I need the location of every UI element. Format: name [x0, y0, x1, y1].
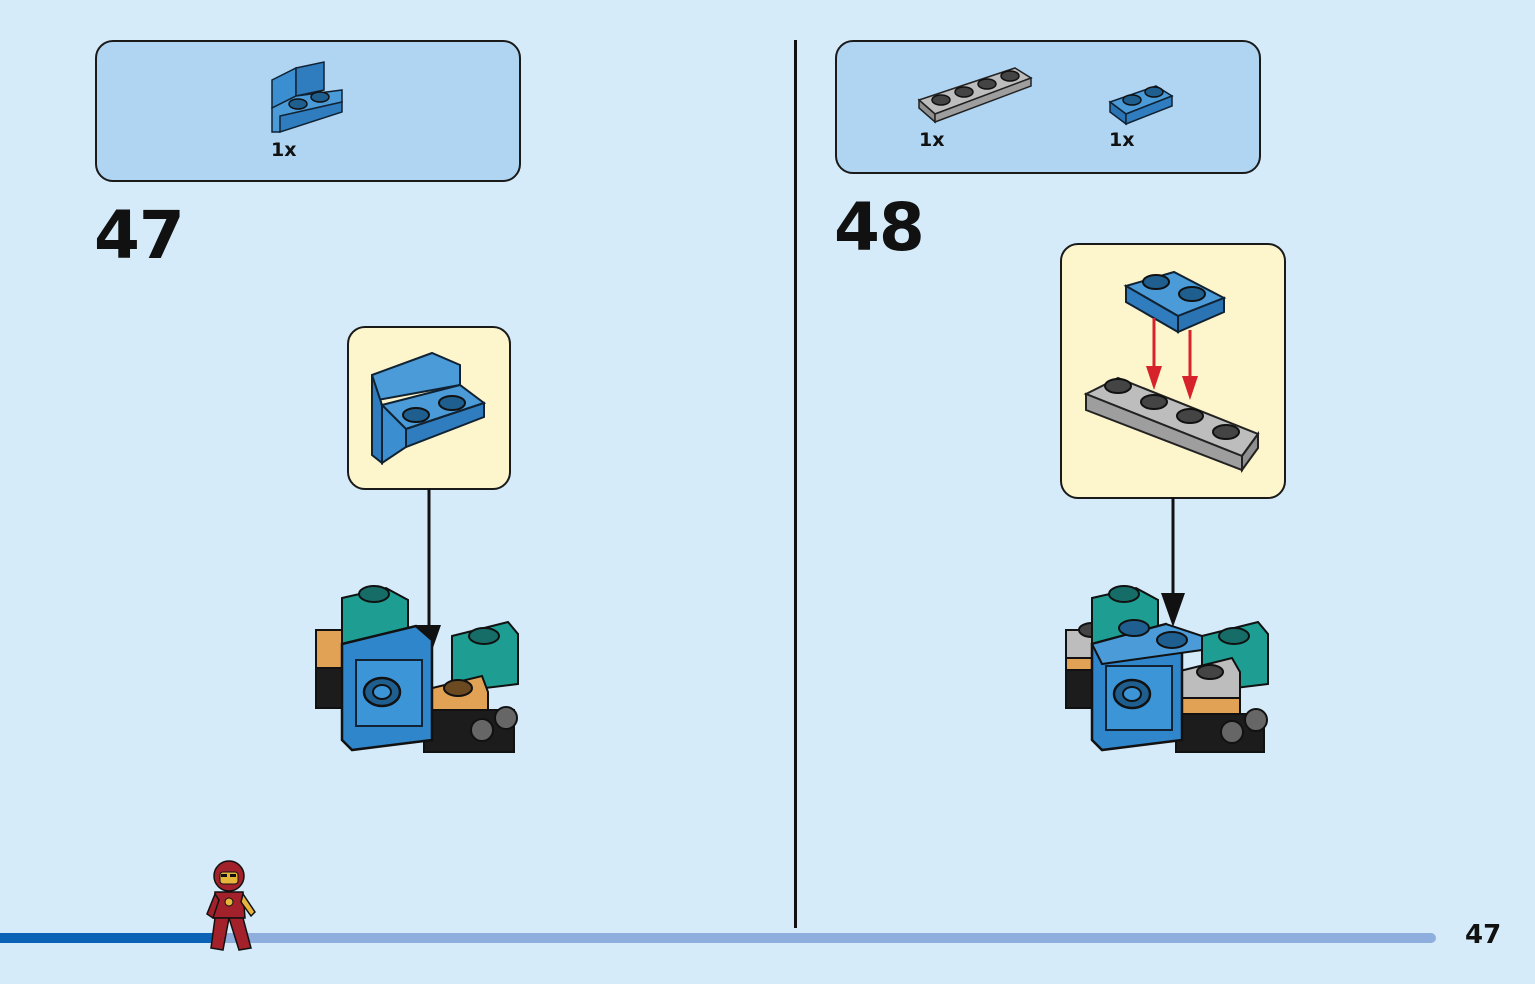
page-number: 47	[1465, 920, 1502, 950]
blue-bracket-callout-icon	[371, 351, 487, 466]
blue-bracket-1x2-icon	[271, 61, 343, 134]
blue-plate-1x2-icon	[1108, 85, 1174, 126]
step-48-parts-box	[835, 40, 1261, 174]
progress-track	[0, 933, 1436, 943]
step-48-part-1-qty: 1x	[919, 129, 945, 151]
page-divider	[794, 40, 797, 928]
step-number-48: 48	[834, 189, 925, 266]
gray-plate-1x4-icon	[917, 67, 1033, 124]
step-number-47: 47	[94, 197, 185, 274]
progress-fill	[0, 933, 215, 943]
step-48-down-arrow	[1161, 497, 1185, 627]
iron-man-minifig-icon	[206, 860, 256, 951]
step-47-part-qty: 1x	[271, 139, 297, 161]
step-48-model-icon	[1065, 585, 1269, 753]
step-47-model-icon	[315, 585, 519, 753]
step-48-part-2-qty: 1x	[1109, 129, 1135, 151]
step-48-callout-diagram	[1083, 270, 1260, 474]
